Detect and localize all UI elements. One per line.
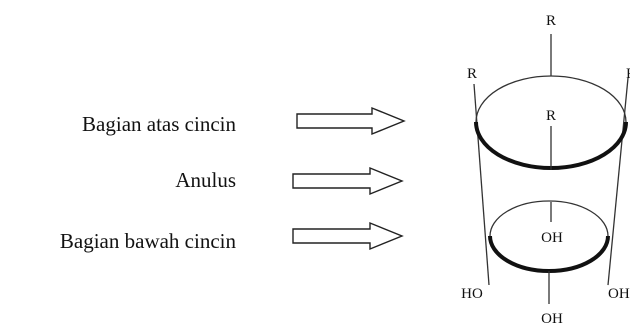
top-ring-back — [475, 75, 627, 123]
chem-oh-right: OH — [608, 286, 630, 302]
label-bottom-ring: Bagian bawah cincin — [60, 229, 237, 253]
label-annulus: Anulus — [175, 168, 236, 192]
bottom-ring-front — [488, 235, 610, 273]
chem-r-top: R — [546, 13, 556, 29]
arrow-top — [296, 106, 406, 136]
chem-ho-left: HO — [461, 286, 483, 302]
chem-r-right: R — [626, 66, 630, 82]
arrow-bottom — [292, 221, 404, 251]
label-top-ring: Bagian atas cincin — [82, 112, 236, 136]
chem-r-inner: R — [546, 108, 556, 124]
cone-right-line — [607, 77, 629, 286]
bottom-ring-back — [489, 200, 609, 237]
chem-oh-inner: OH — [541, 230, 563, 246]
cone-left-line — [473, 83, 490, 286]
arrow-middle — [292, 166, 404, 196]
chem-oh-bottom: OH — [541, 311, 563, 327]
chem-r-left: R — [467, 66, 477, 82]
